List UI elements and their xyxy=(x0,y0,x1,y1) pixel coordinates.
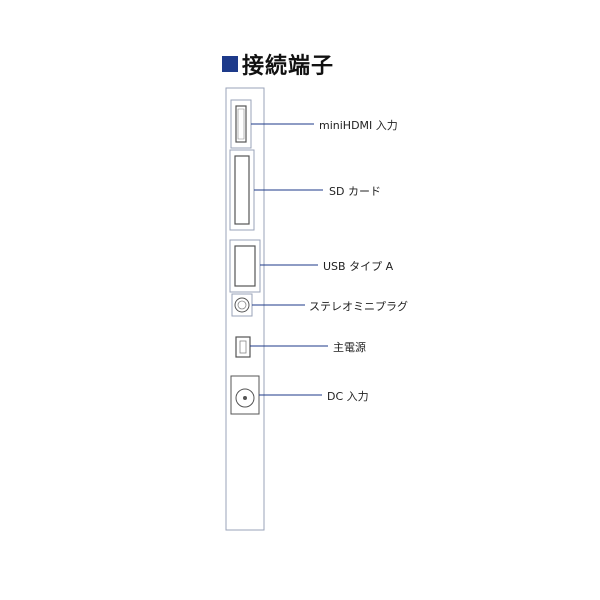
label-stereo-mini-plug: ステレオミニプラグ xyxy=(309,300,408,313)
usb-type-a-port xyxy=(229,239,261,293)
stereo-mini-jack xyxy=(231,293,253,317)
label-dc-input: DC 入力 xyxy=(327,390,369,403)
section-title: 接続端子 xyxy=(242,54,335,79)
heading-marker xyxy=(222,56,238,72)
section-heading: 接続端子 xyxy=(222,50,335,79)
label-main-power: 主電源 xyxy=(333,341,366,354)
label-usb-type-a: USB タイプ A xyxy=(323,260,394,273)
label-sd-card: SD カード xyxy=(329,185,381,198)
power-switch xyxy=(235,336,251,358)
label-minihdmi: miniHDMI 入力 xyxy=(319,119,398,132)
